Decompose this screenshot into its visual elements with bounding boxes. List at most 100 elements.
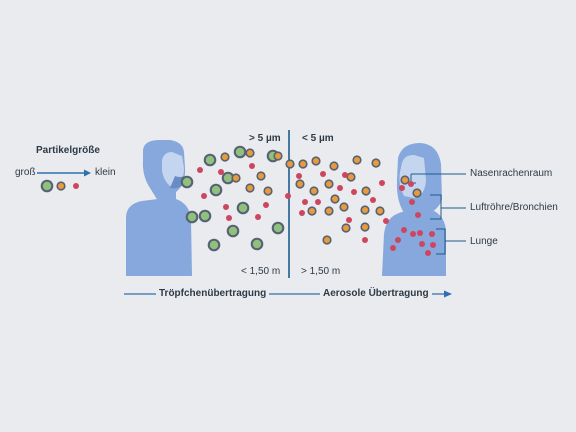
small-particle	[351, 189, 357, 195]
size-left-label: > 5 µm	[249, 133, 281, 144]
size-right-label: < 5 µm	[302, 133, 334, 144]
medium-particle-core	[265, 188, 271, 194]
medium-particle-core	[354, 157, 360, 163]
small-particle	[263, 202, 269, 208]
small-particle	[419, 241, 425, 247]
large-particle-core	[205, 155, 215, 165]
small-particle	[399, 185, 405, 191]
medium-particle-core	[247, 185, 253, 191]
small-particle	[226, 215, 232, 221]
medium-particle-core	[287, 161, 293, 167]
distance-right-label: > 1,50 m	[301, 266, 341, 277]
medium-particle-core	[326, 208, 332, 214]
nasopharynx-label: Nasenrachenraum	[470, 168, 553, 179]
small-particle	[201, 193, 207, 199]
trachea-bracket	[430, 194, 442, 220]
small-particle	[415, 212, 421, 218]
small-particle	[408, 181, 414, 187]
medium-particle-core	[363, 188, 369, 194]
medium-particle-core	[343, 225, 349, 231]
small-particle	[320, 171, 326, 177]
medium-particle-core	[309, 208, 315, 214]
medium-particle-core	[362, 224, 368, 230]
large-particle-core	[228, 226, 238, 236]
small-particle	[346, 217, 352, 223]
man-beard	[170, 176, 184, 189]
small-particle	[395, 237, 401, 243]
large-particle-core	[209, 240, 219, 250]
small-particle	[383, 218, 389, 224]
small-particle	[255, 214, 261, 220]
distance-left-label: < 1,50 m	[241, 266, 281, 277]
trachea-label: Luftröhre/Bronchien	[470, 202, 558, 213]
medium-particle-core	[402, 177, 408, 183]
small-particle	[337, 185, 343, 191]
small-particle	[390, 245, 396, 251]
small-particle	[429, 231, 435, 237]
particle-size-title: Partikelgröße	[36, 145, 100, 156]
small-particle	[218, 169, 224, 175]
small-particle	[362, 237, 368, 243]
medium-particle-core	[348, 174, 354, 180]
woman-face	[399, 155, 426, 198]
large-particle-core	[223, 173, 233, 183]
medium-particle-core	[331, 163, 337, 169]
large-particle-core	[187, 212, 197, 222]
lung-label: Lunge	[470, 236, 498, 247]
large-particle-core	[238, 203, 248, 213]
large-particle-core	[200, 211, 210, 221]
small-particle	[417, 230, 423, 236]
medium-particle-core	[362, 207, 368, 213]
legend-small-label: klein	[95, 167, 116, 178]
small-particle	[299, 210, 305, 216]
small-particle	[197, 167, 203, 173]
medium-particle-core	[414, 190, 420, 196]
medium-particle-core	[313, 158, 319, 164]
small-particle	[342, 172, 348, 178]
small-particle	[296, 173, 302, 179]
large-particle-core	[211, 185, 221, 195]
medium-particle-core	[324, 237, 330, 243]
large-particle-core	[252, 239, 262, 249]
woman-figure	[382, 143, 446, 276]
medium-particle-core	[222, 154, 228, 160]
medium-particle-core	[311, 188, 317, 194]
small-particle	[409, 199, 415, 205]
medium-particle-core	[233, 175, 239, 181]
particle-cloud	[40, 145, 436, 256]
medium-particle-core	[300, 161, 306, 167]
small-particle	[401, 227, 407, 233]
small-particle	[379, 180, 385, 186]
legend-large-label: groß	[15, 167, 36, 178]
small-particle	[73, 183, 79, 189]
small-particle	[425, 250, 431, 256]
small-particle	[430, 242, 436, 248]
medium-particle-core	[377, 208, 383, 214]
small-particle	[249, 163, 255, 169]
medium-particle-core	[373, 160, 379, 166]
small-particle	[370, 197, 376, 203]
small-particle	[410, 231, 416, 237]
small-particle	[315, 199, 321, 205]
medium-particle-core	[341, 204, 347, 210]
transmission-arrow-head	[444, 290, 452, 298]
aerosol-transmission-label: Aerosole Übertragung	[320, 288, 432, 299]
small-particle	[302, 199, 308, 205]
large-particle-core	[235, 147, 245, 157]
medium-particle-core	[332, 196, 338, 202]
man-figure	[126, 140, 192, 276]
small-particle	[285, 193, 291, 199]
droplet-transmission-label: Tröpfchenübertragung	[156, 288, 270, 299]
medium-particle-core	[258, 173, 264, 179]
medium-particle-core	[326, 181, 332, 187]
large-particle-core	[273, 223, 283, 233]
large-particle-core	[42, 181, 52, 191]
small-particle	[223, 204, 229, 210]
medium-particle-core	[275, 153, 281, 159]
legend-arrow-head	[84, 169, 91, 177]
medium-particle-core	[297, 181, 303, 187]
medium-particle-core	[247, 150, 253, 156]
medium-particle-core	[58, 183, 64, 189]
large-particle-core	[182, 177, 192, 187]
